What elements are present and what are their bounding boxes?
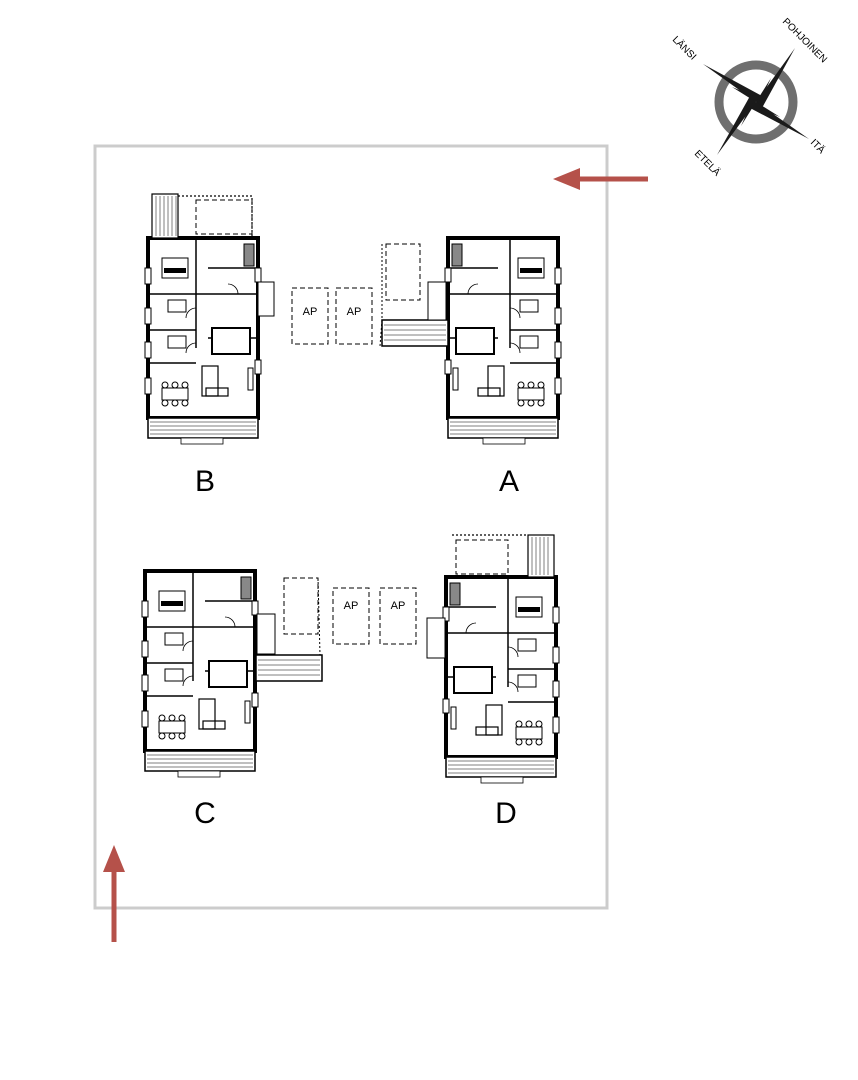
parking-space-2: [335, 287, 373, 345]
compass-rose: POHJOINEN ITÄ ETELÄ LÄNSI: [670, 16, 829, 178]
parking-space-3: [332, 587, 370, 645]
compass-label-south: ETELÄ: [692, 148, 723, 179]
building-d: [426, 534, 561, 785]
parking-space-1: [291, 287, 329, 345]
building-a: [379, 236, 563, 446]
arrow-left-icon: [553, 168, 648, 190]
parking-label: AP: [344, 600, 359, 612]
parking-label: AP: [303, 306, 318, 318]
compass-label-west: LÄNSI: [670, 34, 699, 63]
compass-label-east: ITÄ: [808, 137, 828, 157]
compass-ring: [714, 60, 798, 144]
building-b: [143, 193, 275, 446]
parking-label: AP: [391, 600, 406, 612]
building-label-d: D: [495, 797, 517, 830]
building-label-b: B: [195, 465, 215, 498]
building-label-c: C: [194, 797, 216, 830]
plot-boundary: [93, 144, 609, 910]
parking-label: AP: [347, 306, 362, 318]
compass-label-north: POHJOINEN: [780, 16, 829, 65]
arrow-up-icon: [103, 845, 125, 942]
building-c: [140, 569, 323, 779]
parking-space-4: [379, 587, 417, 645]
building-label-a: A: [499, 465, 519, 498]
